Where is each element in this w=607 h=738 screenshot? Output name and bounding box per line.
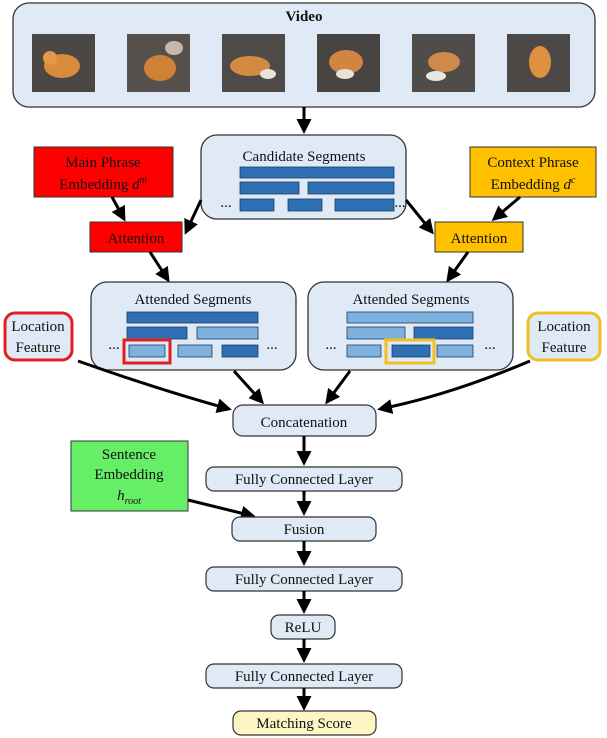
ellipsis-right: ...: [484, 337, 495, 353]
arrow-context-attention: [491, 195, 521, 221]
segment-bar: [346, 326, 406, 340]
arrow-candidate-attention-left: [184, 199, 203, 235]
main-phrase-embedding: Embedding: [59, 177, 129, 193]
context-phrase-embedding: Embedding: [491, 177, 561, 193]
main-phrase-box: Main Phrase Embedding dm: [33, 146, 174, 198]
fully-connected-layer-2: Fully Connected Layer: [205, 566, 403, 592]
fully-connected-layer-3: Fully Connected Layer: [205, 663, 403, 689]
location-left-line1: Location: [11, 319, 65, 335]
main-phrase-line2: Embedding dm: [59, 175, 147, 193]
segment-bar: [346, 344, 382, 358]
sentence-embedding-box: Sentence Embedding hroot: [70, 440, 189, 512]
segment-bar: [196, 326, 259, 340]
segment-bar: [346, 311, 474, 324]
main-phrase-symbol: d: [132, 177, 140, 193]
segment-bar: [413, 326, 474, 340]
fully-connected-layer-1: Fully Connected Layer: [205, 466, 403, 492]
sentence-subscript: root: [125, 496, 142, 507]
matching-score-label: Matching Score: [256, 716, 352, 732]
segment-bar: [177, 344, 213, 358]
segment-bar: [436, 344, 474, 358]
arrow-location-left-concat: [77, 359, 232, 414]
arrow-main-attention: [110, 196, 126, 222]
location-right-line2: Feature: [542, 340, 587, 356]
context-phrase-line1: Context Phrase: [487, 155, 579, 171]
ellipsis-right: ...: [266, 337, 277, 353]
context-phrase-box: Context Phrase Embedding dc: [469, 146, 597, 198]
ellipsis-left: ...: [108, 337, 119, 353]
fusion-label: Fusion: [284, 522, 325, 538]
video-panel: Video: [12, 2, 596, 108]
location-right-line1: Location: [537, 319, 591, 335]
arrow-candidate-attention-right: [404, 199, 434, 235]
segment-bar: [307, 181, 395, 195]
segment-bar: [128, 344, 166, 358]
arrow-attended-right-concat: [325, 370, 352, 405]
attention-right-box: Attention: [434, 221, 524, 253]
highlight-red-box: [122, 338, 172, 365]
segment-bar: [239, 198, 275, 212]
attention-left-box: Attention: [89, 221, 183, 253]
main-phrase-superscript: m: [140, 175, 147, 186]
ellipsis-right: ...: [394, 195, 405, 211]
candidate-segments-panel: Candidate Segments ... ...: [200, 134, 407, 220]
location-feature-left: Location Feature: [3, 311, 74, 362]
relu-box: ReLU: [270, 614, 336, 640]
attended-right-title: Attended Segments: [352, 292, 469, 308]
arrow-attended-left-concat: [232, 369, 265, 405]
segment-bar: [334, 198, 395, 212]
arrow-attention-attended-left: [148, 251, 170, 283]
segment-bar: [239, 181, 300, 195]
video-title: Video: [286, 9, 323, 25]
segment-bar: [391, 344, 431, 358]
context-phrase-superscript: c: [571, 175, 576, 186]
highlight-yellow-box: [384, 338, 436, 365]
segment-bar: [239, 166, 395, 179]
sentence-symbol: h: [117, 488, 125, 504]
location-feature-right: Location Feature: [526, 311, 602, 362]
video-frames: [32, 34, 570, 92]
concatenation-box: Concatenation: [232, 404, 377, 437]
location-left-line2: Feature: [16, 340, 61, 356]
fusion-box: Fusion: [231, 516, 377, 542]
candidate-title: Candidate Segments: [243, 149, 366, 165]
arrow-location-right-concat: [377, 359, 531, 414]
relu-label: ReLU: [285, 620, 322, 636]
segment-bar: [287, 198, 323, 212]
context-phrase-symbol: d: [563, 177, 571, 193]
arrow-attention-attended-right: [446, 251, 470, 283]
context-phrase-line2: Embedding dc: [491, 175, 576, 193]
sentence-line2: Embedding: [94, 467, 164, 483]
main-phrase-line1: Main Phrase: [65, 155, 141, 171]
fc3-label: Fully Connected Layer: [235, 669, 373, 685]
arrow-sentence-fusion: [187, 498, 256, 521]
attention-right-label: Attention: [451, 231, 508, 247]
concatenation-label: Concatenation: [261, 415, 348, 431]
attended-segments-left-panel: Attended Segments ... ...: [90, 281, 297, 371]
matching-score-box: Matching Score: [232, 710, 377, 736]
fc1-label: Fully Connected Layer: [235, 472, 373, 488]
fc2-label: Fully Connected Layer: [235, 572, 373, 588]
segment-bar: [221, 344, 259, 358]
segment-bar: [126, 326, 188, 340]
attended-left-title: Attended Segments: [134, 292, 251, 308]
attended-segments-right-panel: Attended Segments ... ...: [307, 281, 514, 371]
segment-bar: [126, 311, 259, 324]
ellipsis-left: ...: [220, 195, 231, 211]
sentence-line1: Sentence: [102, 447, 156, 463]
attention-left-label: Attention: [108, 231, 165, 247]
ellipsis-left: ...: [325, 337, 336, 353]
sentence-line3: hroot: [117, 488, 141, 507]
